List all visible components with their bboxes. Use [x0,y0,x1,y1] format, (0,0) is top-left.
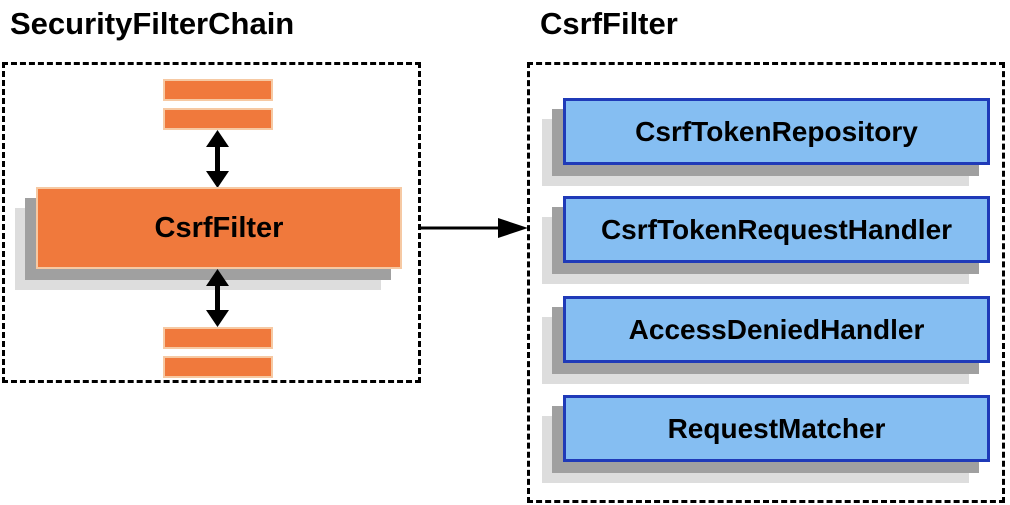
chain-filter-bar [163,356,273,378]
csrf-filter-components-container: CsrfTokenRepository CsrfTokenRequestHand… [527,62,1005,503]
left-panel-title: SecurityFilterChain [10,6,295,41]
component-box-access-denied-handler: AccessDeniedHandler [563,296,990,363]
security-filter-chain-container: CsrfFilter [2,62,421,383]
component-box-csrf-token-repository: CsrfTokenRepository [563,98,990,165]
component-label: AccessDeniedHandler [628,313,925,345]
csrf-filter-box: CsrfFilter [36,187,402,269]
chain-filter-bar [163,108,273,130]
flow-arrow-icon [420,218,528,238]
component-box-request-matcher: RequestMatcher [563,395,990,462]
right-panel-title: CsrfFilter [540,6,678,41]
component-label: CsrfTokenRepository [635,115,918,147]
double-arrow-icon [206,269,229,327]
component-box-csrf-token-request-handler: CsrfTokenRequestHandler [563,196,990,263]
chain-filter-bar [163,327,273,349]
component-label: CsrfTokenRequestHandler [600,213,953,245]
chain-filter-bar [163,79,273,101]
double-arrow-icon [206,130,229,188]
csrf-filter-box-label: CsrfFilter [154,211,284,244]
component-label: RequestMatcher [667,412,886,444]
